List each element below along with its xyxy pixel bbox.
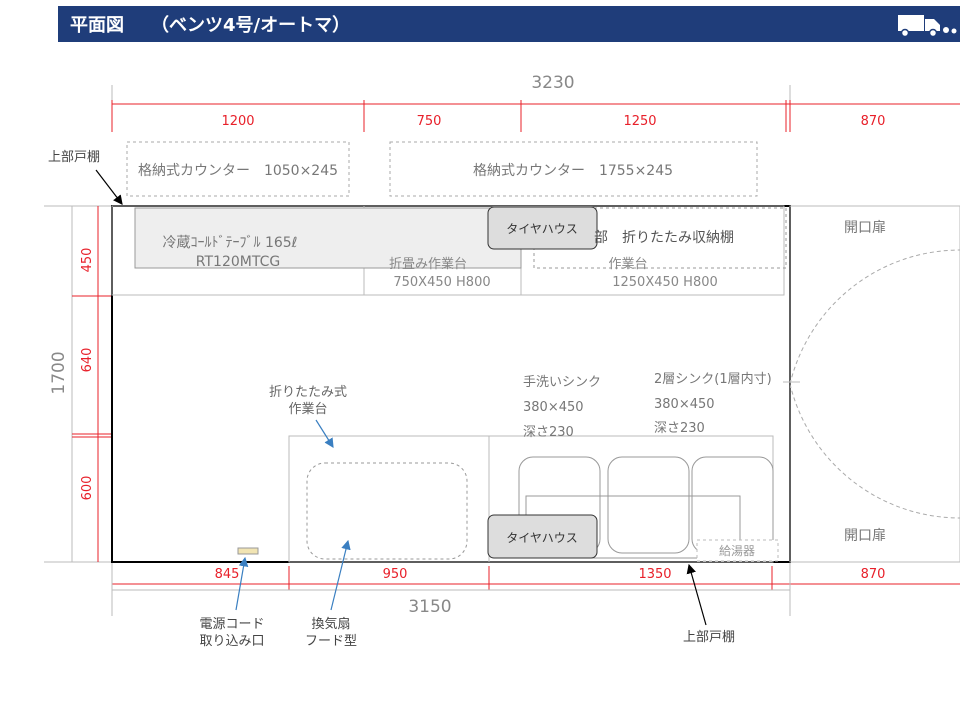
top-dim-2: 750	[417, 114, 442, 129]
page-title: 平面図 （ベンツ4号/オートマ）	[70, 15, 351, 36]
double-sink-label-3: 深さ230	[654, 421, 705, 436]
power-cord-label-2: 取り込み口	[199, 634, 264, 649]
door-bottom-label: 開口扉	[844, 528, 886, 544]
upper-cabinet-bottom-label: 上部戸棚	[683, 630, 735, 645]
bottom-dim-2: 950	[383, 567, 408, 582]
truck-icon	[898, 15, 957, 38]
left-dim-2: 640	[80, 348, 95, 373]
double-sink-2	[691, 456, 774, 554]
hand-sink-label-2: 380×450	[523, 400, 584, 415]
double-sink-label-1: 2層シンク(1層内寸)	[654, 371, 772, 387]
tire-house-top-label: タイヤハウス	[506, 222, 577, 236]
fan-label-1: 換気扇	[311, 616, 350, 632]
power-cord-label-1: 電源コード	[199, 617, 264, 632]
folding-worktable-label-1: 折りたたみ式	[269, 385, 347, 400]
bottom-dim-3: 1350	[638, 567, 671, 582]
retractable-counter-left	[126, 141, 350, 197]
left-dim-3: 600	[80, 476, 95, 501]
double-sink-label-2: 380×450	[654, 397, 715, 412]
work-table-label-1: 作業台	[608, 256, 647, 272]
left-total-dimension: 1700	[49, 351, 69, 394]
tire-house-bottom	[487, 514, 598, 559]
fridge-label-1: 冷蔵ｺｰﾙﾄﾞﾃｰﾌﾞﾙ 165ℓ	[163, 235, 298, 251]
bottom-dimensions	[111, 562, 960, 616]
hand-sink-label-1: 手洗いシンク	[523, 375, 601, 390]
upper-cabinet-top-arrow	[95, 169, 123, 205]
power-inlet	[237, 547, 259, 555]
water-heater-label: 給湯器	[719, 544, 755, 558]
fridge-label-2: RT120MTCG	[196, 254, 280, 270]
shelf-label: 部 折りたたみ収納棚	[594, 230, 734, 246]
folding-worktable-label-2: 作業台	[288, 401, 327, 417]
work-table-label-2: 1250X450 H800	[612, 275, 718, 290]
tire-house-bottom-label: タイヤハウス	[506, 531, 577, 545]
door-top-label: 開口扉	[844, 220, 886, 236]
rear-doors	[789, 205, 960, 563]
cold-table	[134, 207, 522, 269]
header-bar: 平面図 （ベンツ4号/オートマ）	[58, 6, 960, 42]
top-dim-4: 870	[861, 114, 886, 129]
top-dim-1: 1200	[221, 114, 254, 129]
bottom-total-dimension: 3150	[408, 597, 451, 617]
top-total-dimension: 3230	[531, 73, 574, 93]
fan-arrow	[330, 539, 351, 611]
bottom-dim-1: 845	[215, 567, 240, 582]
tire-house-top	[487, 206, 598, 250]
double-sink-1	[607, 456, 690, 554]
top-dimensions	[111, 85, 960, 132]
fan-label-2: フード型	[305, 634, 357, 649]
power-cord-arrow	[235, 556, 249, 611]
folding-table-label-2: 750X450 H800	[393, 275, 490, 290]
left-dim-1: 450	[80, 248, 95, 273]
top-dim-3: 1250	[623, 114, 656, 129]
left-dimensions	[44, 205, 112, 563]
upper-cabinet-bottom-arrow	[686, 563, 707, 626]
ventilation-hood	[306, 462, 468, 560]
counter-right-label: 格納式カウンター 1755×245	[473, 163, 673, 179]
folding-table-label-1: 折畳み作業台	[389, 256, 467, 272]
folding-worktable-arrow	[315, 419, 334, 449]
bottom-dim-4: 870	[861, 567, 886, 582]
counter-left-label: 格納式カウンター 1050×245	[138, 163, 338, 179]
upper-cabinet-top-label: 上部戸棚	[48, 150, 100, 165]
water-heater	[696, 539, 779, 562]
hand-sink-label-3: 深さ230	[523, 425, 574, 440]
folding-worktable-area	[288, 435, 490, 563]
